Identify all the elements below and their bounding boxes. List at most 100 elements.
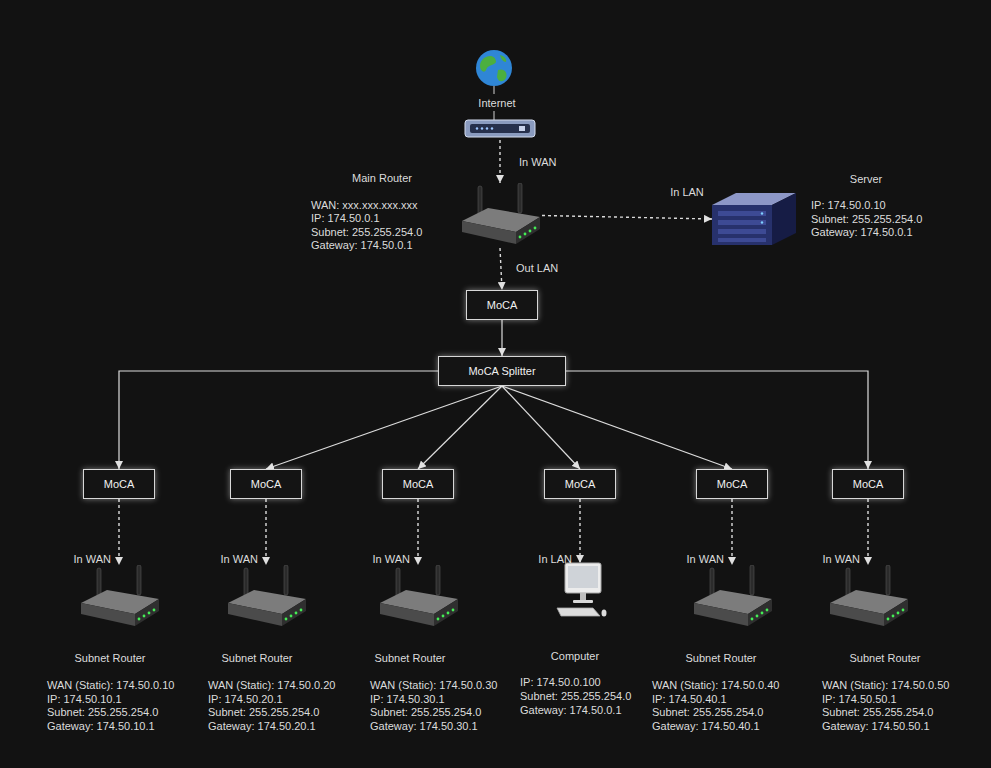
box-label: MoCA [251,478,282,491]
router-icon [462,183,540,244]
device-detail: Subnet: 255.255.254.0 [652,706,763,719]
coax-link [566,371,868,469]
device-detail: IP: 174.50.30.1 [370,692,445,705]
device-node: Subnet RouterWAN (Static): 174.50.0.40IP… [690,565,774,630]
device-detail: Subnet: 255.255.254.0 [208,706,319,719]
box-label: MoCA [565,478,596,491]
device-title: Internet [478,97,515,110]
device-detail: WAN (Static): 174.50.0.30 [370,679,497,692]
device-detail: IP: 174.50.0.10 [811,199,886,212]
device-detail: IP: 174.50.50.1 [822,692,897,705]
router-icon [228,565,306,626]
coax-link [501,320,502,356]
device-node: Subnet RouterWAN (Static): 174.50.0.20IP… [224,565,308,630]
box-label: MoCA [853,478,884,491]
device-detail: Gateway: 174.50.30.1 [370,720,478,733]
edge-label: In WAN [519,156,557,169]
edge-label: In WAN [221,553,259,566]
moca-box: MoCA [696,469,768,499]
device-detail: IP: 174.50.40.1 [652,692,727,705]
box-label: MoCA [717,478,748,491]
dashed-link [731,499,732,565]
device-node: Subnet RouterWAN (Static): 174.50.0.30IP… [376,565,460,630]
edge-label: In LAN [538,553,572,566]
device-detail: WAN (Static): 174.50.0.50 [822,679,949,692]
device-detail: Gateway: 174.50.0.1 [311,239,413,252]
link-line [494,86,495,94]
edge-label: Out LAN [516,262,558,275]
device-detail: Gateway: 174.50.10.1 [47,720,155,733]
router-icon [380,565,458,626]
device-detail: IP: 174.50.0.1 [311,212,380,225]
device-detail: Subnet: 255.255.254.0 [47,706,158,719]
device-detail: Gateway: 174.50.0.1 [520,704,622,717]
device-title: Subnet Router [686,652,757,665]
link-line [494,111,495,120]
device-title: Subnet Router [75,652,146,665]
edge-label: In LAN [670,186,704,199]
moca-box: MoCA [230,469,302,499]
box-label: MoCA [403,478,434,491]
device-node: Main RouterWAN: xxx.xxx.xxx.xxxIP: 174.5… [458,183,542,248]
moca-box: MoCA Splitter [438,356,566,386]
device-detail: WAN: xxx.xxx.xxx.xxx [311,199,418,212]
device-title: Server [850,173,882,186]
moca-box: MoCA [466,290,538,320]
device-node: Subnet RouterWAN (Static): 174.50.0.10IP… [77,565,161,630]
moca-box: MoCA [83,469,155,499]
server-icon [712,193,796,245]
dashed-link [265,499,266,565]
router-icon [830,565,908,626]
dashed-link [542,216,712,220]
edge-label: In WAN [687,553,725,566]
device-detail: IP: 174.50.10.1 [47,692,122,705]
box-label: MoCA [104,478,135,491]
device-title: Main Router [352,172,412,185]
device-detail: Gateway: 174.50.0.1 [811,226,913,239]
device-detail: Subnet: 255.255.254.0 [311,225,422,238]
device-detail: IP: 174.50.20.1 [208,692,283,705]
moca-box: MoCA [832,469,904,499]
device-detail: Subnet: 255.255.254.0 [370,706,481,719]
coax-link [502,386,580,469]
device-detail: IP: 174.50.0.100 [520,676,601,689]
box-label: MoCA [487,299,518,312]
device-detail: Subnet: 255.255.254.0 [811,212,922,225]
coax-link [418,386,502,469]
dashed-link [499,140,500,183]
moca-box: MoCA [382,469,454,499]
device-title: Computer [551,650,599,663]
device-detail: WAN (Static): 174.50.0.10 [47,679,174,692]
dashed-link [867,499,868,565]
coax-link [119,371,438,469]
device-detail: Gateway: 174.50.20.1 [208,720,316,733]
device-node: Subnet RouterWAN (Static): 174.50.0.50IP… [826,565,910,630]
computer-icon [557,563,607,617]
router-icon [694,565,772,626]
edge-label: In WAN [74,553,112,566]
dashed-link [579,499,580,563]
device-node: ComputerIP: 174.50.0.100Subnet: 255.255.… [553,563,607,621]
device-detail: Subnet: 255.255.254.0 [822,706,933,719]
device-node: Internet [455,48,545,140]
dashed-link [500,248,502,290]
device-node: ServerIP: 174.50.0.10Subnet: 255.255.254… [712,193,796,245]
modem-icon [465,120,535,137]
dashed-link [118,499,119,565]
device-detail: WAN (Static): 174.50.0.20 [208,679,335,692]
device-detail: Gateway: 174.50.40.1 [652,720,760,733]
coax-link [266,386,502,469]
box-label: MoCA Splitter [468,365,535,378]
dashed-link [417,499,418,565]
device-detail: Subnet: 255.255.254.0 [520,690,631,703]
edge-label: In WAN [373,553,411,566]
device-title: Subnet Router [850,652,921,665]
device-detail: Gateway: 174.50.50.1 [822,720,930,733]
coax-link [502,386,732,469]
router-icon [81,565,159,626]
device-title: Subnet Router [375,652,446,665]
device-title: Subnet Router [222,652,293,665]
moca-box: MoCA [544,469,616,499]
edge-label: In WAN [823,553,861,566]
